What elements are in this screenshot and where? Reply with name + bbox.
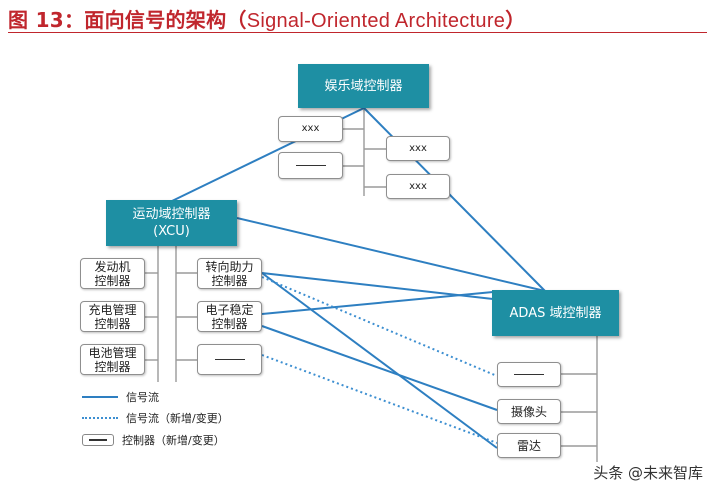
charging-management-controller: 充电管理 控制器	[80, 301, 145, 332]
signal-flows-new	[261, 276, 498, 444]
tree-connectors	[145, 108, 598, 462]
figure-title-cn: 图 13：面向信号的架构（	[8, 8, 247, 32]
camera-controller: 摄像头	[497, 399, 561, 424]
legend-solid-line	[82, 396, 118, 398]
engine-controller: 发动机 控制器	[80, 258, 145, 289]
figure-title-close: ）	[505, 8, 526, 32]
new-controller-mark	[514, 373, 544, 376]
new-controller-mark	[295, 164, 326, 167]
power-steering-controller: 转向助力 控制器	[197, 258, 262, 289]
motion-controller-new	[197, 344, 262, 375]
legend-signal-flow: 信号流	[82, 389, 159, 405]
stability-control-controller: 电子稳定 控制器	[197, 301, 262, 332]
infotainment-controller-new	[278, 152, 343, 179]
legend-controller-box	[82, 434, 114, 446]
radar-controller: 雷达	[497, 433, 561, 458]
infotainment-domain-controller: 娱乐域控制器	[298, 64, 429, 108]
infotainment-controller-xxx-2: xxx	[386, 136, 450, 161]
adas-controller-new	[497, 362, 561, 387]
legend-controller-new: 控制器（新增/变更）	[82, 432, 225, 448]
infotainment-controller-xxx-3: xxx	[386, 174, 450, 199]
legend-signal-flow-new: 信号流（新增/变更）	[82, 410, 229, 426]
battery-management-controller: 电池管理 控制器	[80, 344, 145, 375]
title-rule	[8, 32, 707, 33]
watermark: 头条 @未来智库	[593, 464, 703, 482]
motion-domain-abbr: (XCU)	[153, 224, 190, 239]
new-controller-mark	[214, 358, 245, 361]
infotainment-controller-xxx-1: xxx	[278, 116, 343, 142]
adas-domain-controller: ADAS 域控制器	[492, 290, 619, 336]
legend-dotted-line	[82, 417, 118, 419]
motion-domain-label: 运动域控制器	[132, 207, 211, 222]
motion-domain-controller: 运动域控制器 (XCU)	[106, 200, 237, 246]
figure-title: 图 13：面向信号的架构（Signal-Oriented Architectur…	[8, 4, 526, 33]
figure-title-en: Signal-Oriented Architecture	[246, 10, 506, 32]
